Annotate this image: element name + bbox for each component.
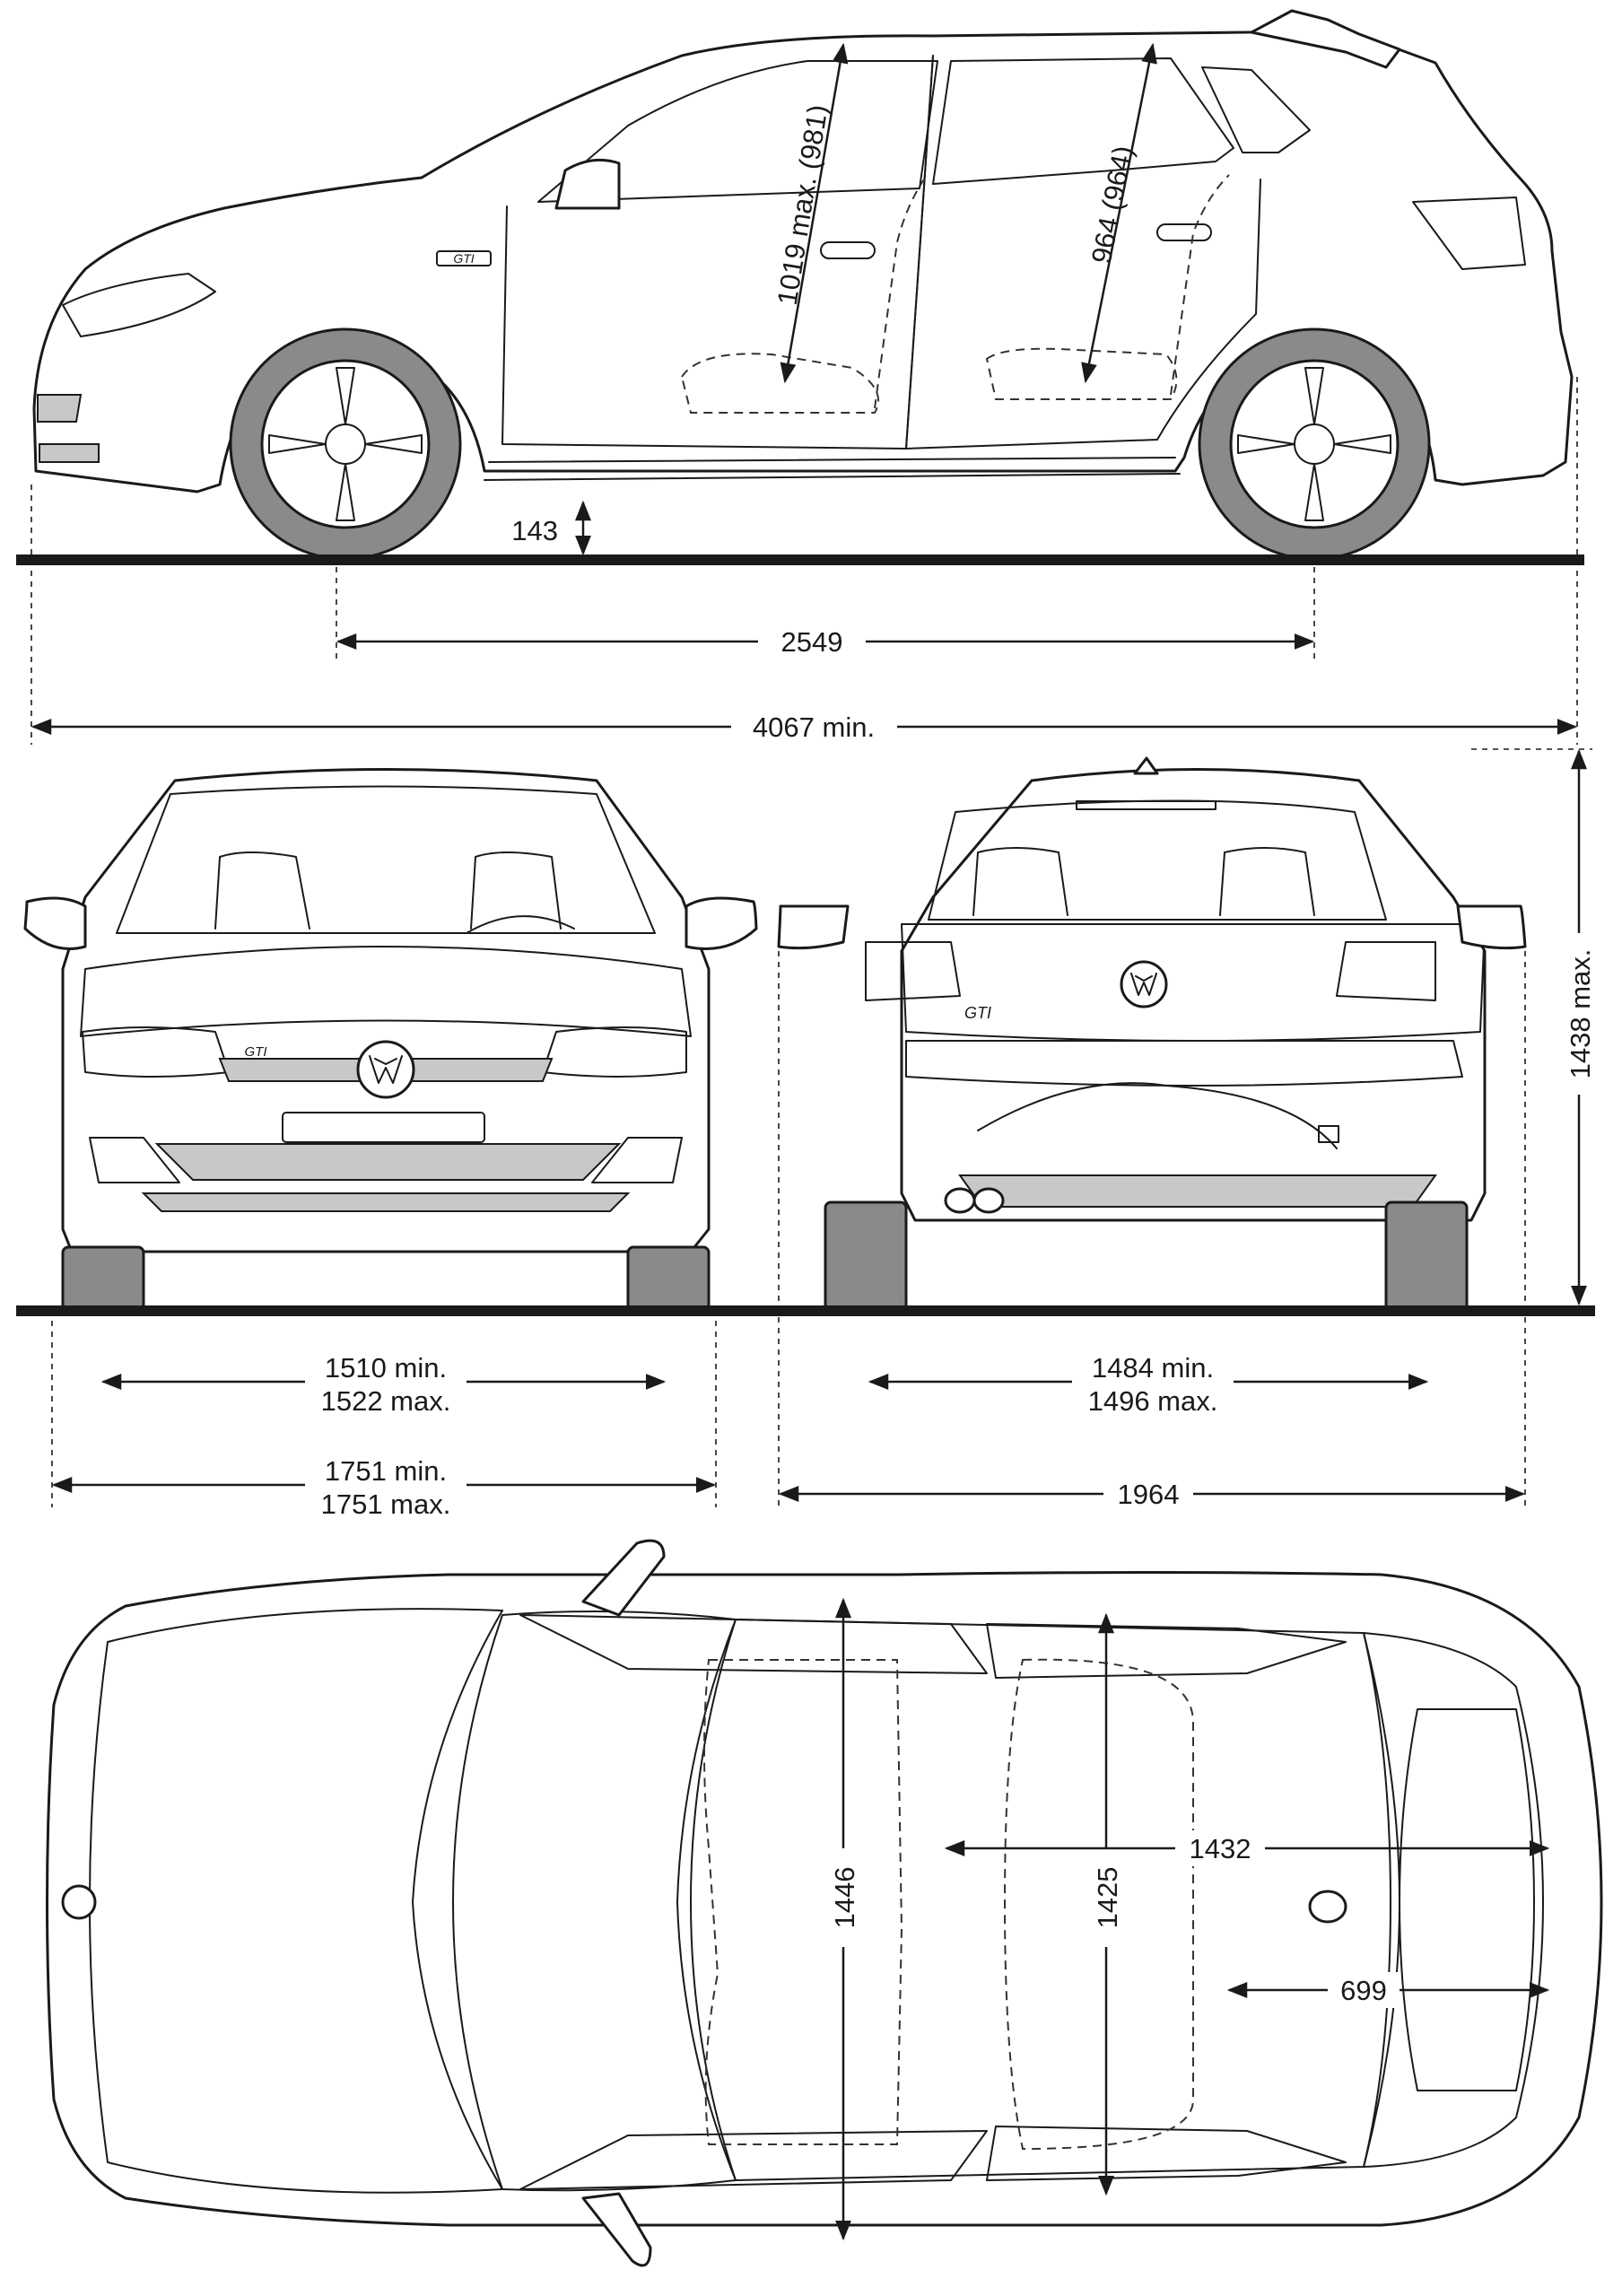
exhaust-left (944, 1187, 976, 1214)
rear-window (932, 57, 1234, 185)
top-fuel-cap (1308, 1890, 1347, 1924)
top-body-outline (46, 1571, 1603, 2227)
rear-ground-line (770, 1305, 1595, 1316)
rear-body-outline (900, 768, 1487, 1222)
top-mirror-upper (581, 1539, 666, 1617)
front-windscreen (116, 785, 656, 934)
front-track-min-label: 1510 min. (325, 1352, 447, 1384)
side-front-grille (37, 394, 83, 423)
front-view: GTI (16, 768, 797, 1316)
front-view-tyre-left (61, 1245, 145, 1312)
front-dimensions: 1510 min. 1522 max. 1751 min. 1751 max. (51, 1310, 717, 1521)
front-headrest-left (214, 851, 310, 930)
side-mirror (554, 158, 621, 210)
luggage-length-label: 699 (1340, 1975, 1387, 2006)
front-track-max-label: 1522 max. (321, 1385, 451, 1417)
overall-height-label: 1438 max. (1565, 949, 1596, 1079)
front-elbow-width-label: 1446 (829, 1867, 860, 1929)
rear-door-line (905, 55, 1261, 450)
front-foglight-left (89, 1137, 180, 1183)
front-body-outline (61, 768, 711, 1253)
front-headrest-right (470, 851, 562, 930)
ground-clearance-label: 143 (511, 515, 558, 546)
quarter-window (1201, 66, 1311, 153)
width-min-label: 1751 min. (325, 1455, 447, 1487)
top-mirror-lower (581, 2192, 652, 2267)
top-rear-seats-outline (1003, 1658, 1194, 2151)
rear-elbow-width-label: 1425 (1092, 1867, 1123, 1929)
rear-dimensions: 1484 min. 1496 max. 1964 1438 max. (778, 748, 1597, 1512)
front-view-tyre-right (626, 1245, 711, 1312)
exhaust-right (972, 1187, 1005, 1214)
rear-reflector (1318, 1125, 1339, 1143)
side-sill (488, 457, 1176, 463)
side-taillight (1412, 196, 1526, 270)
side-headlight (62, 273, 216, 337)
wheelbase-label: 2549 (781, 626, 843, 658)
rear-headrest-left (972, 847, 1068, 916)
overall-length-label: 4067 min. (753, 711, 875, 743)
rear-spoiler (1250, 9, 1401, 69)
rear-wheel (1198, 327, 1431, 561)
top-dimensions: 1446 1425 1432 699 (825, 1597, 1550, 2241)
rear-taillight-right (1336, 941, 1436, 1001)
luggage-width-label: 1432 (1190, 1833, 1251, 1864)
rear-brake-light (1076, 800, 1216, 810)
front-ground-line (16, 1305, 797, 1316)
rear-badge-text: GTI (964, 1004, 991, 1022)
rear-plate-recess (905, 1040, 1463, 1087)
rear-door-handle (1156, 223, 1212, 241)
front-mirror-right (685, 896, 758, 950)
front-foglight-right (591, 1137, 683, 1183)
top-front-logo (61, 1884, 97, 1920)
front-lower-grille (154, 1143, 622, 1181)
front-mirror-left (23, 896, 87, 950)
front-splitter (141, 1192, 631, 1212)
width-max-label: 1751 max. (321, 1488, 451, 1520)
front-badge-text: GTI (245, 1044, 267, 1060)
rear-view-tyre-left (824, 1200, 908, 1312)
top-view (46, 1539, 1603, 2267)
rear-roof-antenna (1133, 756, 1159, 775)
top-side-window-upper (519, 1614, 1347, 1679)
rear-mirror-left (777, 904, 850, 950)
top-bonnet (89, 1608, 503, 2194)
rear-seat-outline (985, 174, 1230, 400)
rear-view: GTI (770, 756, 1595, 1316)
top-side-window-lower (519, 2126, 1347, 2190)
rear-view-tyre-right (1384, 1200, 1469, 1312)
rear-headrest-right (1219, 847, 1315, 916)
side-ground-line (16, 554, 1584, 565)
side-badge-plate (436, 250, 492, 266)
rear-taillight-left (865, 941, 961, 1001)
front-seat-outline (680, 179, 925, 414)
rear-mirror-right (1456, 904, 1527, 950)
rear-diffuser (958, 1174, 1437, 1208)
front-bonnet (80, 946, 692, 1037)
front-wheel (229, 327, 462, 561)
width-mirrors-label: 1964 (1118, 1479, 1180, 1510)
rear-track-min-label: 1484 min. (1092, 1352, 1214, 1384)
rear-bumper-line (977, 1082, 1338, 1149)
front-number-plate (282, 1112, 485, 1143)
rear-track-max-label: 1496 max. (1088, 1385, 1218, 1417)
top-front-seats-outline (703, 1659, 903, 2145)
side-badge-text: GTI (453, 251, 474, 266)
